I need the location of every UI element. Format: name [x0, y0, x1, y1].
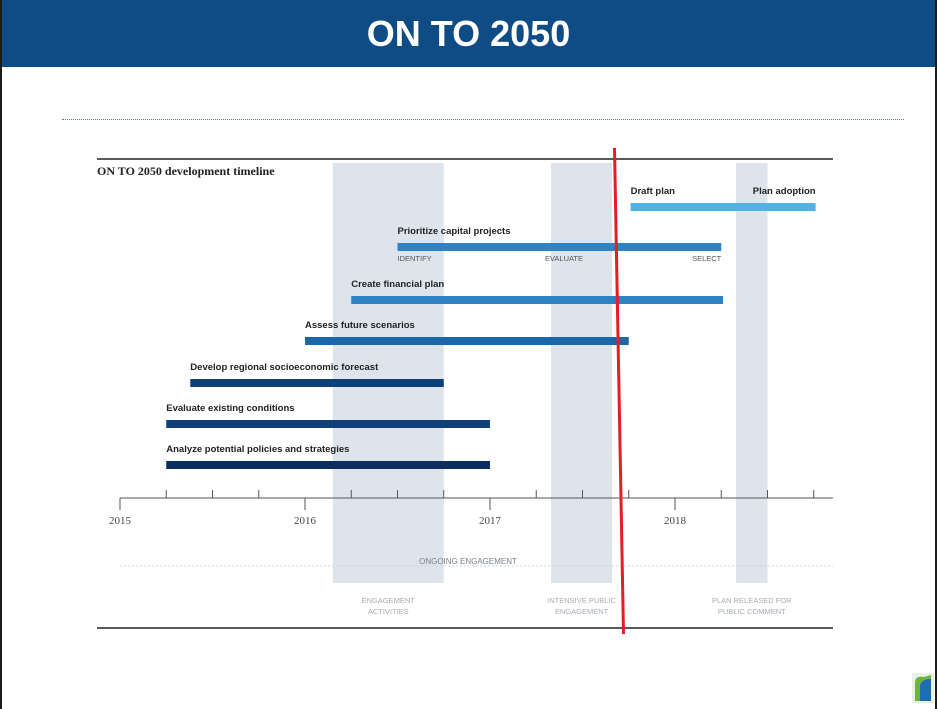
- band-label-intensive-public-engagement: INTENSIVE PUBLIC ENGAGEMENT: [547, 596, 616, 616]
- band-label-line: ACTIVITIES: [368, 607, 409, 616]
- tick-label-2016: 2016: [294, 515, 317, 527]
- bar-label-create-financial-plan: Create financial plan: [351, 279, 444, 290]
- phase-label-evaluate: EVALUATE: [545, 254, 583, 263]
- highlight-band-plan-released-for-public-comment: [736, 163, 768, 583]
- page-title: ON TO 2050: [366, 13, 571, 54]
- bar-label-develop-regional-socioeconomic-forecast: Develop regional socioeconomic forecast: [190, 362, 379, 373]
- logo-icon: [912, 673, 934, 703]
- bar-label-evaluate-existing-conditions: Evaluate existing conditions: [166, 403, 294, 414]
- current-date-marker: [613, 147, 625, 635]
- tick-label-2015: 2015: [109, 515, 132, 527]
- time-axis: 2015 2016 2017 2018: [109, 490, 833, 527]
- band-label-line: INTENSIVE PUBLIC: [547, 596, 616, 605]
- divider-rule: [62, 119, 904, 120]
- ongoing-label: ONGOING ENGAGEMENT: [419, 557, 517, 566]
- bar-plan-adoption: [730, 203, 816, 211]
- highlight-band-engagement-activities: [332, 163, 444, 583]
- band-label-plan-released-for-public-comment: PLAN RELEASED FOR PUBLIC COMMENT: [712, 596, 792, 616]
- band-label-line: PUBLIC COMMENT: [718, 607, 786, 616]
- band-label-line: PLAN RELEASED FOR: [712, 596, 792, 605]
- bar-label-prioritize-capital-projects: Prioritize capital projects: [398, 226, 511, 237]
- band-label-engagement-activities: ENGAGEMENT ACTIVITIES: [362, 596, 416, 616]
- slide-border-left: [0, 0, 2, 709]
- bar-create-financial-plan: [351, 296, 724, 304]
- slide-border-right: [935, 0, 937, 709]
- bar-label-draft-plan: Draft plan: [631, 186, 676, 197]
- phase-label-identify: IDENTIFY: [398, 254, 432, 263]
- highlight-band-intensive-public-engagement: [551, 163, 613, 583]
- bar-label-analyze-potential-policies-and-strategies: Analyze potential policies and strategie…: [166, 444, 349, 455]
- band-label-line: ENGAGEMENT: [362, 596, 416, 605]
- bar-evaluate-existing-conditions: [166, 420, 490, 428]
- bar-analyze-potential-policies-and-strategies: [166, 461, 490, 469]
- current-date-line: [613, 147, 625, 635]
- tick-label-2017: 2017: [479, 515, 502, 527]
- chart-title: ON TO 2050 development timeline: [97, 164, 275, 178]
- bar-develop-regional-socioeconomic-forecast: [190, 379, 444, 387]
- phase-label-select: SELECT: [692, 254, 722, 263]
- band-label-line: ENGAGEMENT: [555, 607, 609, 616]
- bar-prioritize-capital-projects: [397, 243, 722, 251]
- bar-label-plan-adoption: Plan adoption: [753, 186, 816, 197]
- bar-assess-future-scenarios: [305, 337, 629, 345]
- highlight-bands: [332, 163, 768, 583]
- bar-label-assess-future-scenarios: Assess future scenarios: [305, 320, 415, 331]
- bar-draft-plan: [630, 203, 731, 211]
- tick-label-2018: 2018: [664, 515, 687, 527]
- band-labels: ENGAGEMENT ACTIVITIES INTENSIVE PUBLIC ENGA…: [362, 596, 793, 616]
- header-bar: [0, 0, 937, 67]
